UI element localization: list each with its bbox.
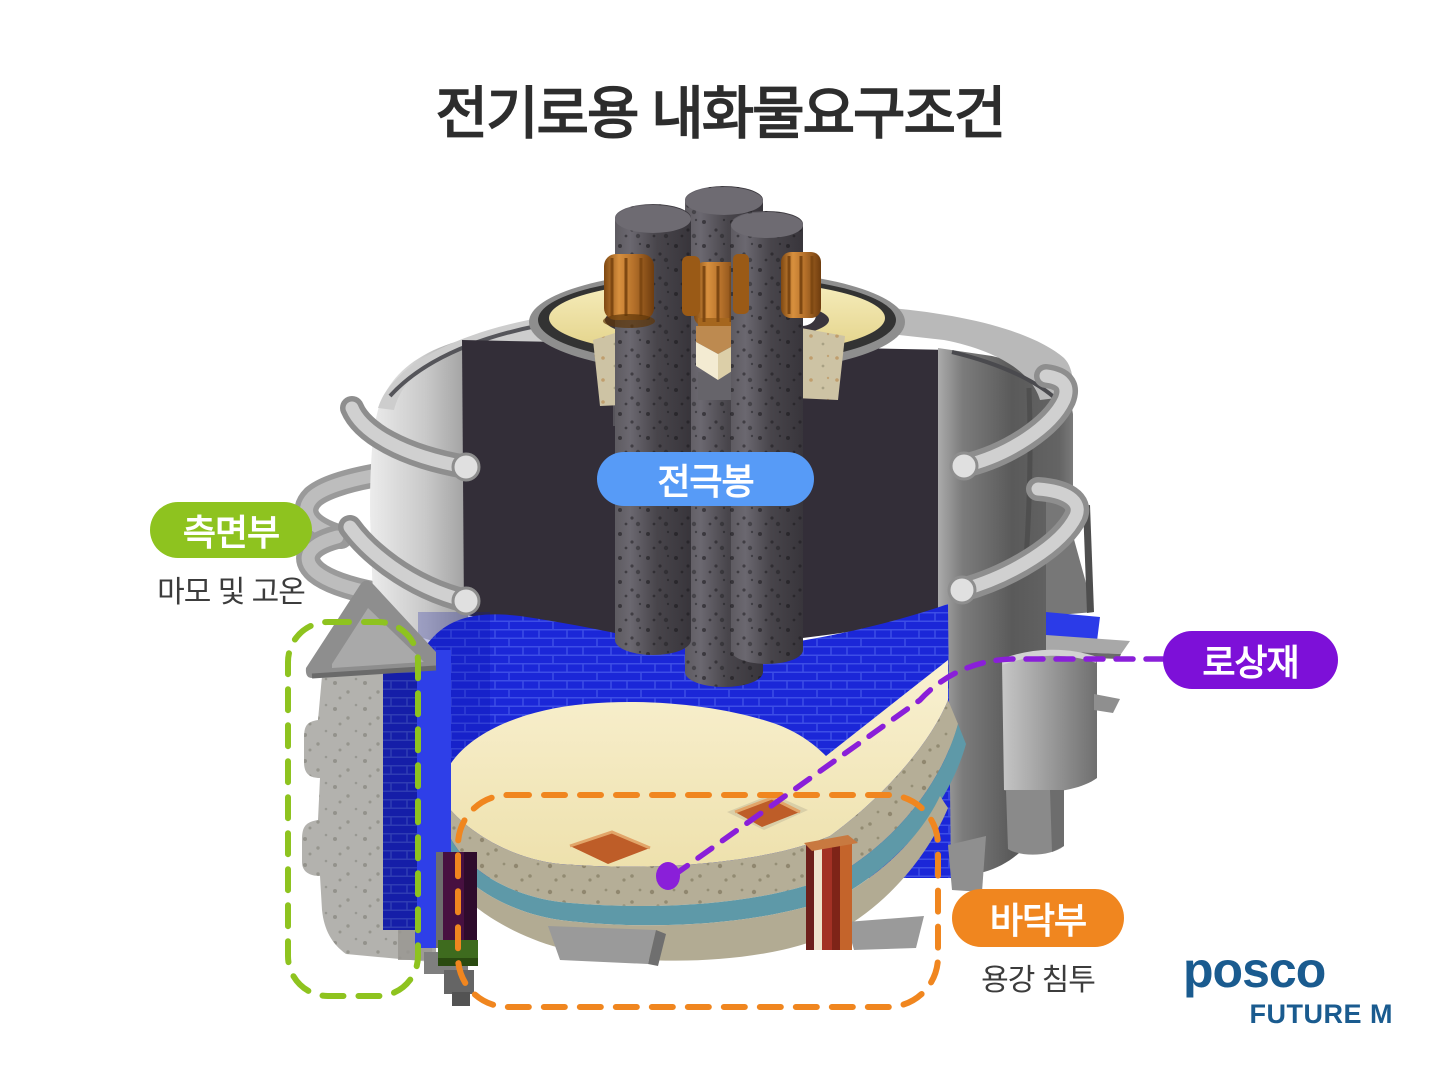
bottom-label-badge: 바닥부: [952, 889, 1124, 947]
electrode-clamp-left: [603, 254, 700, 328]
shell-seam-right-vert: [1023, 387, 1033, 561]
electrode-top: [615, 205, 691, 233]
base-wedge-right: [948, 836, 986, 892]
cooling-pipes-right: [947, 364, 1090, 605]
logo-brand-text: posco: [1183, 942, 1326, 998]
electrodes: [603, 186, 821, 687]
side-label: 측면부: [182, 512, 280, 553]
red-brick-column: [804, 835, 858, 950]
electrode-top: [685, 187, 763, 215]
side-wall-cutaway: [302, 580, 478, 1006]
bottom-label: 바닥부: [989, 900, 1087, 941]
side-region-outline: [285, 619, 421, 999]
bottom-region-outline: [455, 792, 941, 1010]
hearth-label: 로상재: [1202, 642, 1299, 683]
posco-future-m-logo: posco FUTURE M: [1183, 944, 1393, 1030]
electrode-label-badge: 전극봉: [597, 452, 814, 506]
electrode-clamp-right: [733, 252, 821, 318]
foot-left: [548, 926, 656, 964]
bottom-description: 용강 침투: [981, 964, 1096, 997]
electrode-top: [731, 212, 803, 238]
cooling-pipes-left-front: [338, 396, 481, 616]
annotation-overlays: [285, 619, 1166, 1010]
side-description: 마모 및 고온: [157, 576, 306, 609]
electrode-label: 전극봉: [657, 461, 754, 502]
hearth-pointer-line: [674, 656, 1166, 876]
page-title: 전기로용 내화물요구조건: [435, 82, 1007, 146]
hearth-label-badge: 로상재: [1163, 631, 1338, 689]
hearth-pointer-dot: [656, 862, 680, 890]
side-label-badge: 측면부: [150, 502, 312, 558]
logo-subbrand-text: FUTURE M: [1249, 998, 1393, 1029]
foot-right: [846, 916, 924, 950]
